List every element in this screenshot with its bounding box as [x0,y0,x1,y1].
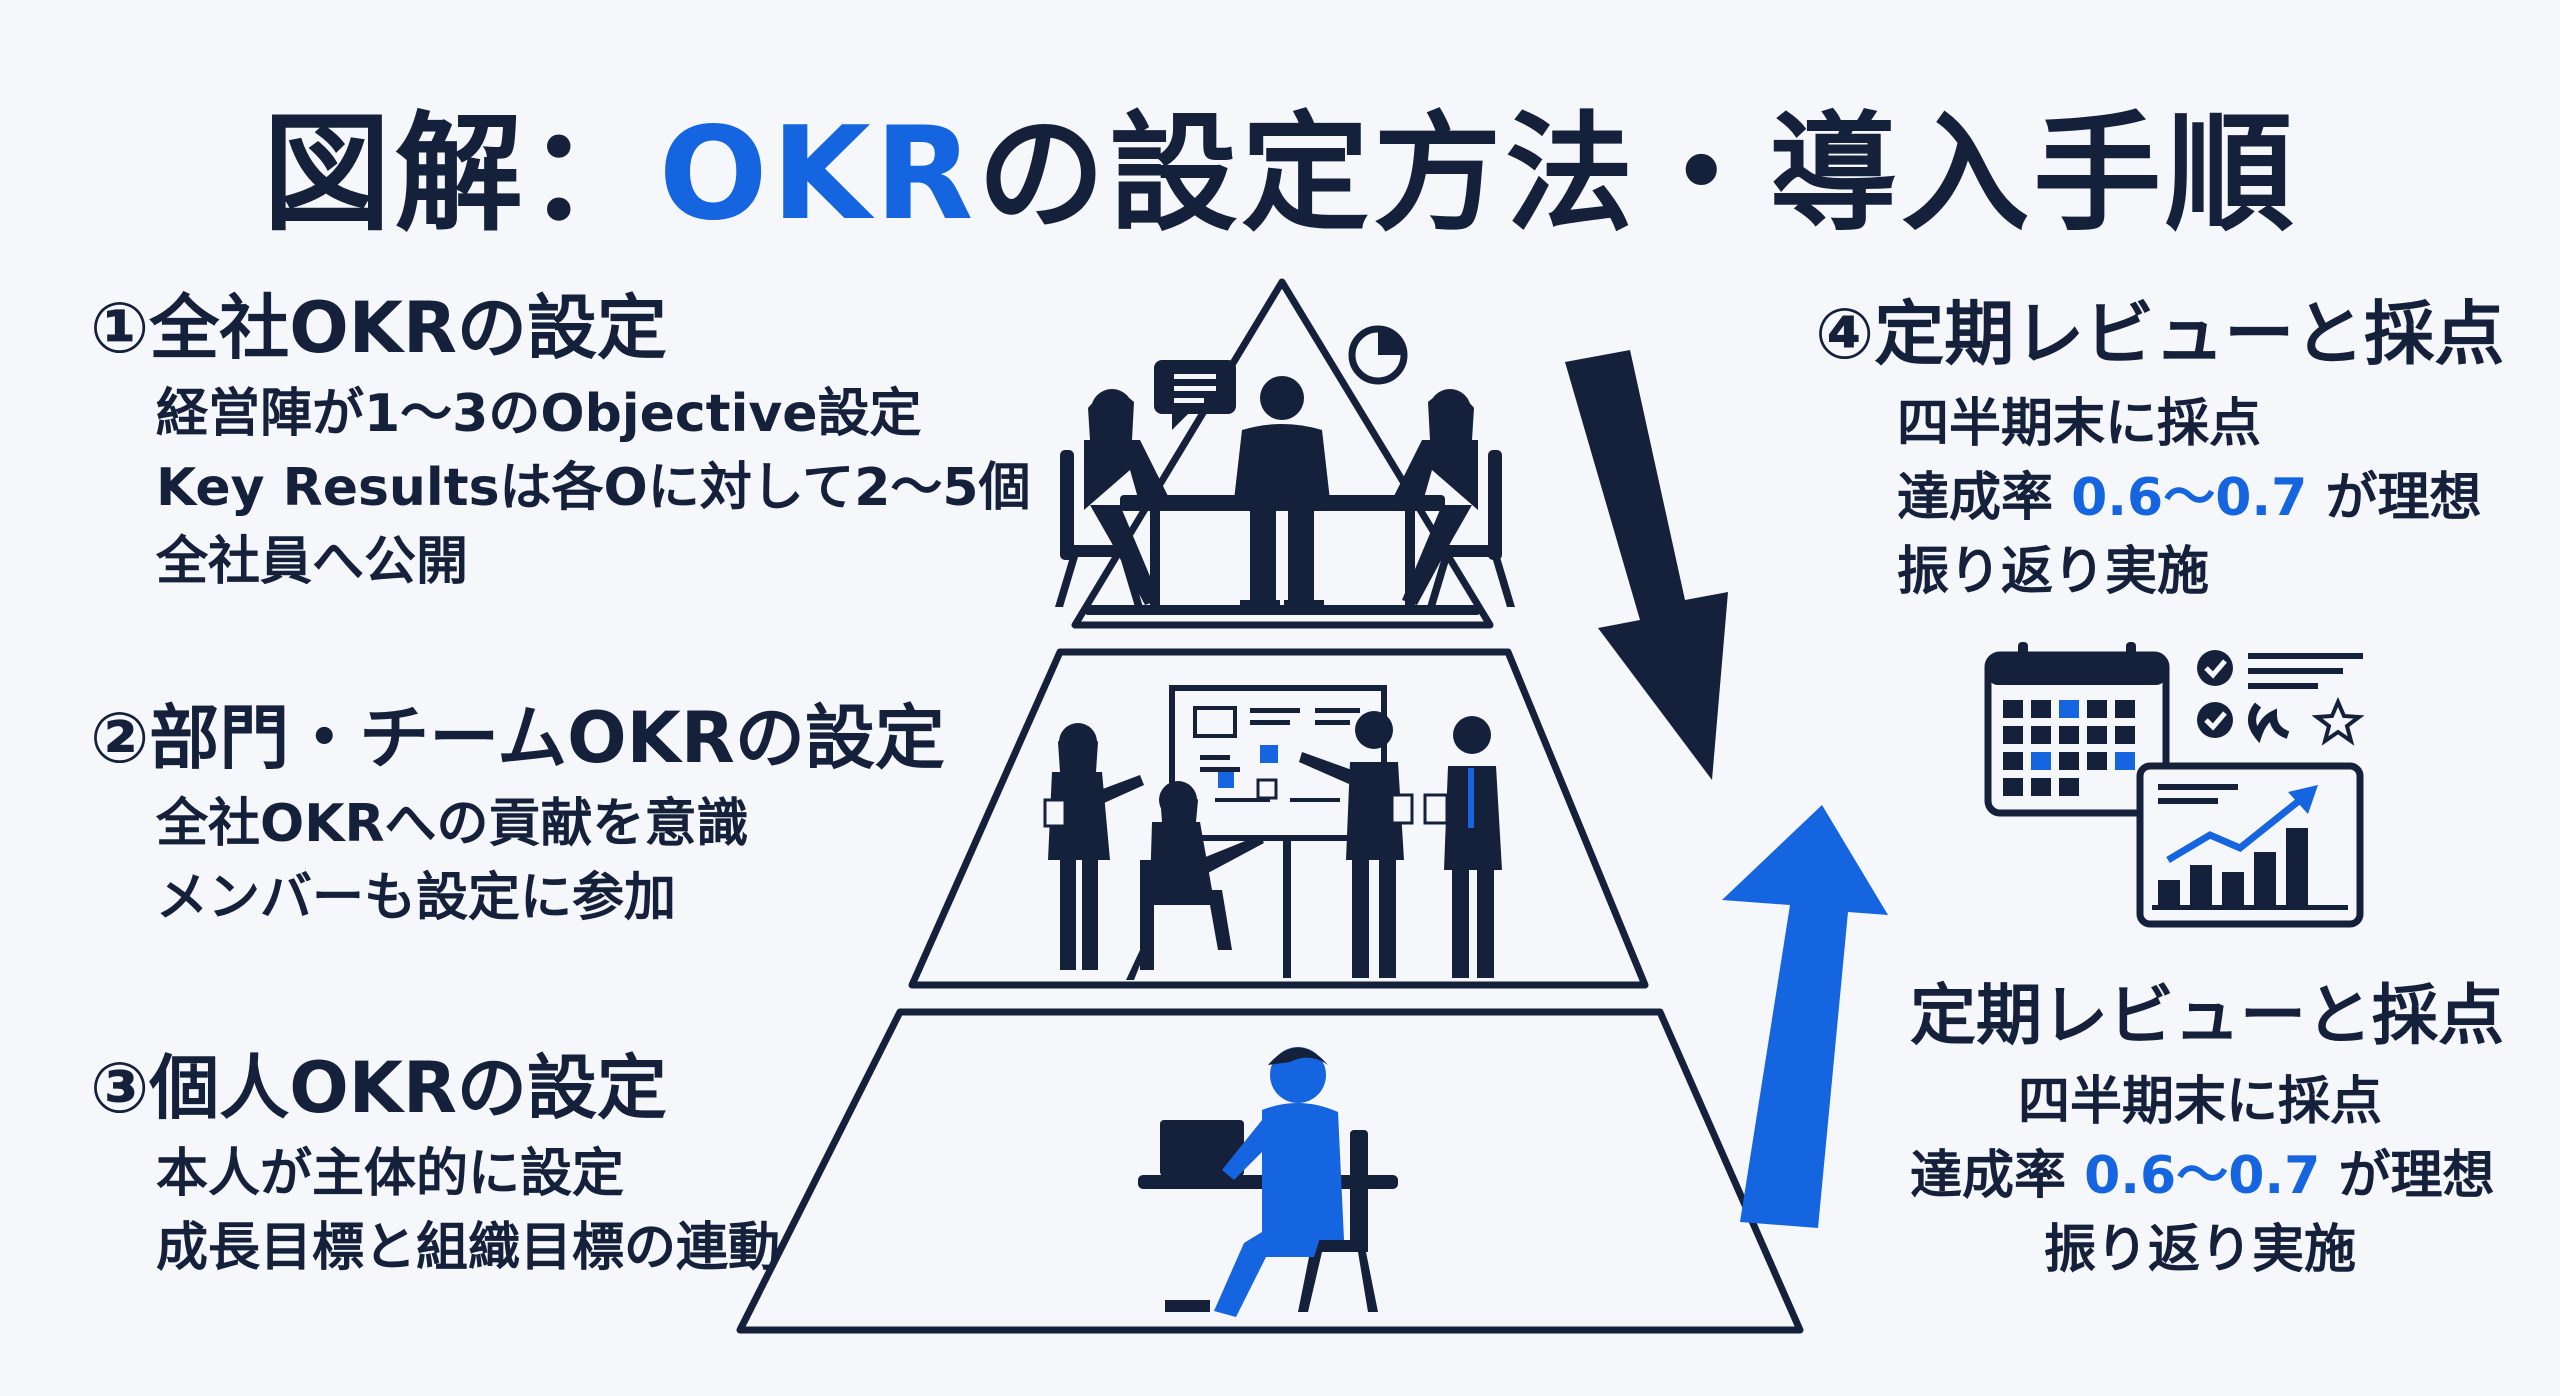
down-arrow-icon [1565,350,1728,780]
checklist-icon [2197,650,2365,746]
pyramid-middle-tier [908,648,1649,989]
section-line: 経営陣が1〜3のObjective設定 [156,384,922,444]
calendar-icon [1984,642,2170,817]
rate-prefix: 達成率 [1910,1145,2085,1206]
section-heading: ④定期レビューと採点 [1815,293,2505,375]
page-title: 図解：OKRの設定方法・導入手順 [0,70,2560,255]
title-accent: OKR [658,100,978,249]
section-heading: ②部門・チームOKRの設定 [90,697,945,779]
title-suffix: の設定方法・導入手順 [977,100,2298,249]
section-line: 四半期末に採点 [1897,394,2262,454]
section-company-okr: ①全社OKRの設定 経営陣が1〜3のObjective設定 Key Result… [90,290,1031,599]
section-heading: ③個人OKRの設定 [90,1047,667,1129]
rate-value: 0.6〜0.7 [2071,468,2308,528]
section-individual-okr: ③個人OKRの設定 本人が主体的に設定 成長目標と組織目標の連動 [90,1050,780,1285]
pie-chart-icon [1348,325,1408,385]
section-periodic-review: ④定期レビューと採点 四半期末に採点 達成率 0.6〜0.7 が理想 振り返り実… [1815,296,2504,609]
section-line: 四半期末に採点 [2017,1071,2382,1132]
team-whiteboard-icon [1043,685,1502,980]
person-laptop-icon [1138,1047,1398,1317]
achievement-rate-line: 達成率 0.6〜0.7 が理想 [1910,1139,2494,1213]
growth-chart-icon [2136,762,2364,928]
section-line: メンバーも設定に参加 [156,868,677,928]
section-line: 振り返り実施 [2043,1219,2356,1280]
pyramid-top-tier [1071,278,1494,629]
section-review-summary: 定期レビューと採点 四半期末に採点 達成率 0.6〜0.7 が理想 振り返り実施 [1910,977,2504,1287]
chat-bubble-icon [1154,360,1236,430]
section-line: Key Resultsは各Oに対して2〜5個 [156,458,1031,518]
executives-meeting-icon [1055,376,1515,615]
rate-suffix: が理想 [2307,468,2482,528]
section-line: 本人が主体的に設定 [156,1144,625,1204]
section-heading: ①全社OKRの設定 [90,287,667,369]
achievement-rate-line: 達成率 0.6〜0.7 が理想 [1897,461,2504,535]
section-team-okr: ②部門・チームOKRの設定 全社OKRへの貢献を意識 メンバーも設定に参加 [90,700,945,935]
section-line: 成長目標と組織目標の連動 [156,1218,781,1278]
section-heading: 定期レビューと採点 [1910,977,2504,1054]
section-line: 全社員へ公開 [156,532,469,592]
up-arrow-icon [1722,805,1888,1228]
rate-prefix: 達成率 [1897,468,2072,528]
pyramid-bottom-tier [736,1008,1804,1334]
section-line: 振り返り実施 [1897,542,2210,602]
rate-suffix: が理想 [2320,1145,2495,1206]
section-line: 全社OKRへの貢献を意識 [156,794,749,854]
rate-value: 0.6〜0.7 [2084,1145,2321,1206]
title-prefix: 図解： [262,100,659,249]
